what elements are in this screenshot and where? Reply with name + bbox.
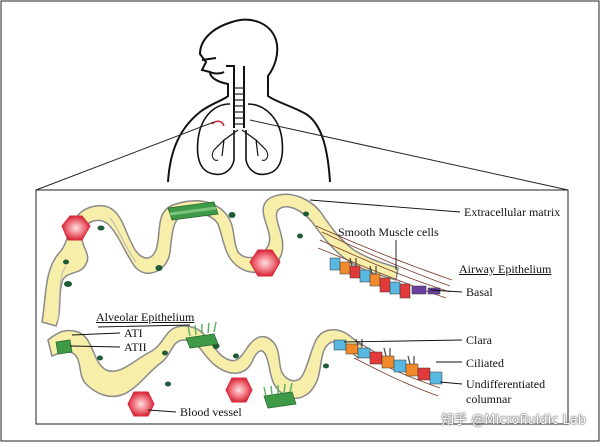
- nucleus: [297, 233, 303, 239]
- airway-epithelium-label: Airway Epithelium: [459, 262, 552, 276]
- blood-vessel-icon: [225, 377, 253, 403]
- nucleus: [165, 381, 171, 387]
- watermark: 知乎 @Microfluidic Lab: [441, 413, 586, 428]
- blood-vessel-icon: [249, 249, 281, 277]
- lungs-icon: [196, 103, 284, 176]
- human-silhouette-icon: [167, 18, 331, 183]
- nucleus: [97, 355, 103, 361]
- nucleus: [162, 350, 168, 356]
- ciliated-label: Ciliated: [466, 356, 504, 370]
- basal-label: Basal: [466, 285, 493, 299]
- columnar-label: columnar: [466, 392, 512, 406]
- nucleus: [303, 211, 309, 217]
- extracellular-matrix-label: Extracellular matrix: [464, 205, 561, 219]
- atii-label: ATII: [124, 340, 147, 354]
- ati-label: ATI: [124, 326, 143, 340]
- detail-frame: [35, 189, 569, 425]
- zoom-line-left: [35, 121, 215, 191]
- nucleus: [323, 363, 329, 369]
- upper-airway-epithelium: [315, 225, 453, 299]
- blood-vessel-label: Blood vessel: [180, 405, 242, 419]
- blood-vessel-icon: [61, 215, 91, 241]
- cell-nuclei: [63, 211, 329, 387]
- lung-highlight-icon: [211, 120, 225, 127]
- clara-label: Clara: [466, 333, 492, 347]
- blood-vessels: [61, 215, 281, 417]
- alveolar-epithelium-label: Alveolar Epithelium: [96, 310, 195, 324]
- zoom-line-right: [249, 119, 569, 191]
- trachea-icon: [234, 87, 244, 125]
- blood-vessel-icon: [127, 391, 155, 417]
- nucleus: [228, 212, 236, 218]
- nucleus: [233, 353, 239, 359]
- nucleus: [64, 281, 72, 287]
- lower-airway-epithelium: [333, 338, 443, 397]
- atii-cells: [55, 201, 297, 409]
- nucleus: [63, 259, 69, 265]
- leader-lines: [69, 199, 463, 413]
- smooth-muscle-cells-label: Smooth Muscle cells: [338, 225, 439, 239]
- nucleus: [155, 265, 163, 271]
- undifferentiated-label: Undifferentiated: [466, 377, 546, 391]
- nucleus: [97, 225, 105, 231]
- upper-alveolar-tissue: [41, 193, 399, 327]
